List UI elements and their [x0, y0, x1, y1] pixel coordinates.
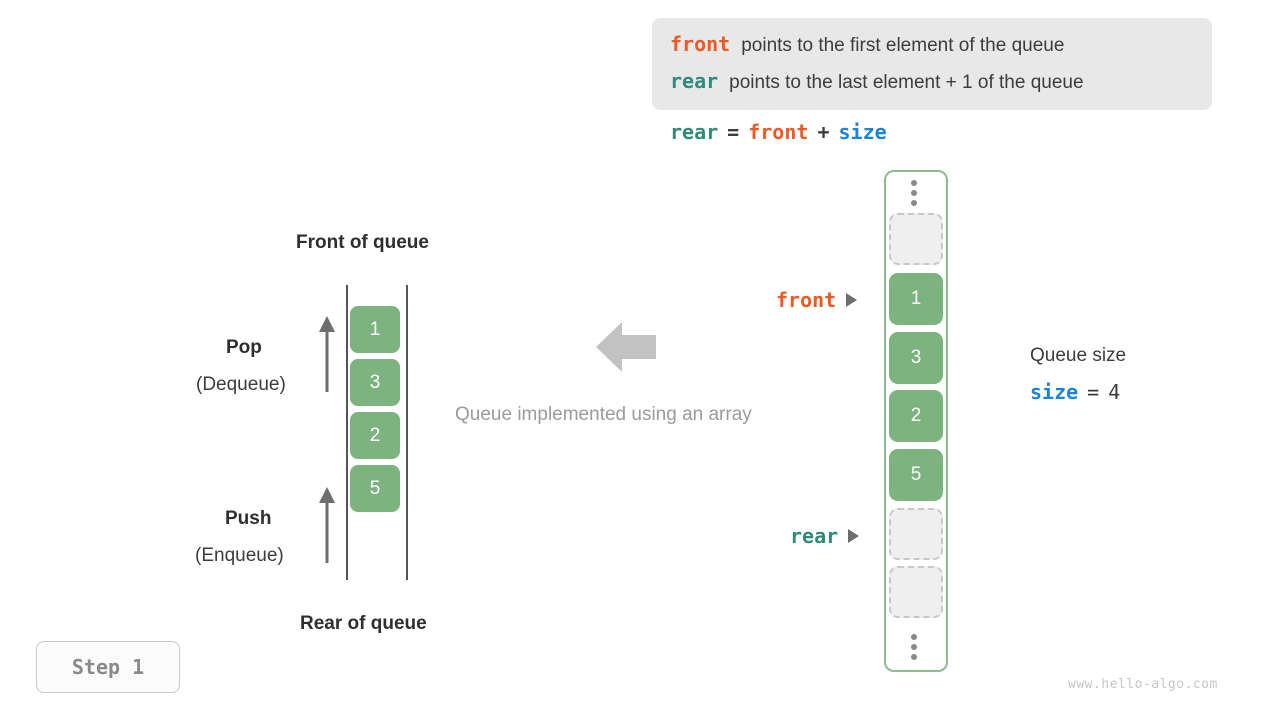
- array-ellipsis-top: [910, 180, 918, 206]
- rear-pointer-label: rear: [790, 524, 839, 548]
- formula-lhs-rear: rear: [670, 120, 719, 144]
- left-arrow-icon: [596, 322, 656, 377]
- rear-of-queue-label: Rear of queue: [300, 613, 427, 634]
- front-pointer: front: [776, 288, 858, 312]
- legend-text-rear: points to the last element + 1 of the qu…: [729, 72, 1084, 93]
- queue-box: 5: [350, 465, 400, 512]
- array-cell-empty: [889, 213, 943, 265]
- legend-keyword-rear: rear: [670, 69, 719, 93]
- size-value: 4: [1108, 380, 1121, 404]
- legend-text-front: points to the first element of the queue: [741, 35, 1065, 56]
- watermark: www.hello-algo.com: [1068, 677, 1218, 692]
- front-pointer-label: front: [776, 288, 837, 312]
- pop-arrow-icon: [318, 316, 336, 392]
- array-cell-filled: 5: [889, 449, 943, 501]
- queue-size-expression: size = 4: [1030, 380, 1120, 404]
- array-container: [884, 170, 948, 672]
- pop-label: Pop: [226, 337, 262, 358]
- array-ellipsis-bottom: [910, 634, 918, 660]
- push-sub-label: (Enqueue): [195, 545, 284, 566]
- push-arrow-icon: [318, 487, 336, 563]
- queue-size-title: Queue size: [1030, 345, 1127, 366]
- triangle-right-icon: [848, 529, 860, 543]
- queue-box: 1: [350, 306, 400, 353]
- queue-rail-right: [406, 285, 408, 580]
- formula-plus: +: [817, 120, 830, 144]
- legend-box: front points to the first element of the…: [652, 18, 1212, 110]
- pop-sub-label: (Dequeue): [196, 374, 286, 395]
- size-variable: size: [1030, 380, 1079, 404]
- queue-box: 2: [350, 412, 400, 459]
- legend-line-front: front points to the first element of the…: [670, 32, 1194, 69]
- formula-rhs-size: size: [838, 120, 887, 144]
- queue-box: 3: [350, 359, 400, 406]
- push-label: Push: [225, 508, 272, 529]
- size-equals: =: [1087, 380, 1100, 404]
- legend-line-rear: rear points to the last element + 1 of t…: [670, 69, 1194, 106]
- formula-rhs-front: front: [748, 120, 809, 144]
- front-of-queue-label: Front of queue: [296, 232, 429, 253]
- step-badge: Step 1: [36, 641, 180, 693]
- formula-rear-equals-front-plus-size: rear = front + size: [670, 120, 887, 144]
- triangle-right-icon: [846, 293, 858, 307]
- formula-equals: =: [727, 120, 740, 144]
- array-cell-empty: [889, 566, 943, 618]
- rear-pointer: rear: [790, 524, 860, 548]
- queue-rail-left: [346, 285, 348, 580]
- array-cell-filled: 1: [889, 273, 943, 325]
- array-cell-filled: 2: [889, 390, 943, 442]
- array-cell-filled: 3: [889, 332, 943, 384]
- center-caption: Queue implemented using an array: [455, 404, 752, 425]
- legend-keyword-front: front: [670, 32, 731, 56]
- array-cell-empty: [889, 508, 943, 560]
